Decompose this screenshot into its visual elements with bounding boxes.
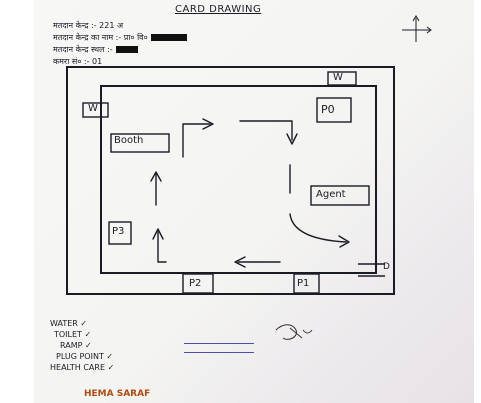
official-stamp [178,336,260,358]
header-line-2: मतदान केन्द्र का नाम :- प्रा० वि० [53,32,190,43]
checklist-item: RAMP ✓ [60,341,92,350]
checklist-item: TOILET ✓ [54,330,92,339]
p2-label: P2 [189,278,202,289]
p3-box [108,221,132,245]
facility-checklist: WATER ✓ TOILET ✓ RAMP ✓ PLUG POINT ✓ HEA… [50,318,114,373]
p0-label: P0 [321,103,335,116]
water-box-top-right [327,71,357,86]
booth-box [110,133,170,153]
water-box-left [82,102,109,118]
agent-box [310,185,370,206]
compass-icon [402,15,432,42]
redacted-block [150,34,187,41]
booth-label: Booth [114,135,144,146]
checklist-item: HEALTH CARE ✓ [50,363,115,372]
p0-box [316,97,352,123]
footer-text: HEMA SARAF [84,389,151,399]
door-label: D [383,262,390,272]
p1-label: P1 [297,278,310,289]
header-line-1: मतदान केन्द्र :- 221 अ [53,21,124,30]
p2-box [182,273,214,294]
header-line-3: मतदान केन्द्र स्थल :- [53,44,141,55]
checklist-item: PLUG POINT ✓ [56,352,114,361]
checklist-item: WATER ✓ [50,319,88,328]
p1-box [293,273,320,294]
header-line-4: कमरा सं० :- 01 [53,57,103,66]
redacted-block [115,46,138,53]
outer-boundary [66,66,395,295]
inner-boundary [100,85,377,274]
water-label-left: W [88,103,98,114]
agent-label: Agent [316,189,346,200]
p3-label: P3 [112,226,125,237]
water-label-top: W [333,72,343,83]
drawing-title: CARD DRAWING [175,4,262,15]
flow-arrows [150,118,350,268]
